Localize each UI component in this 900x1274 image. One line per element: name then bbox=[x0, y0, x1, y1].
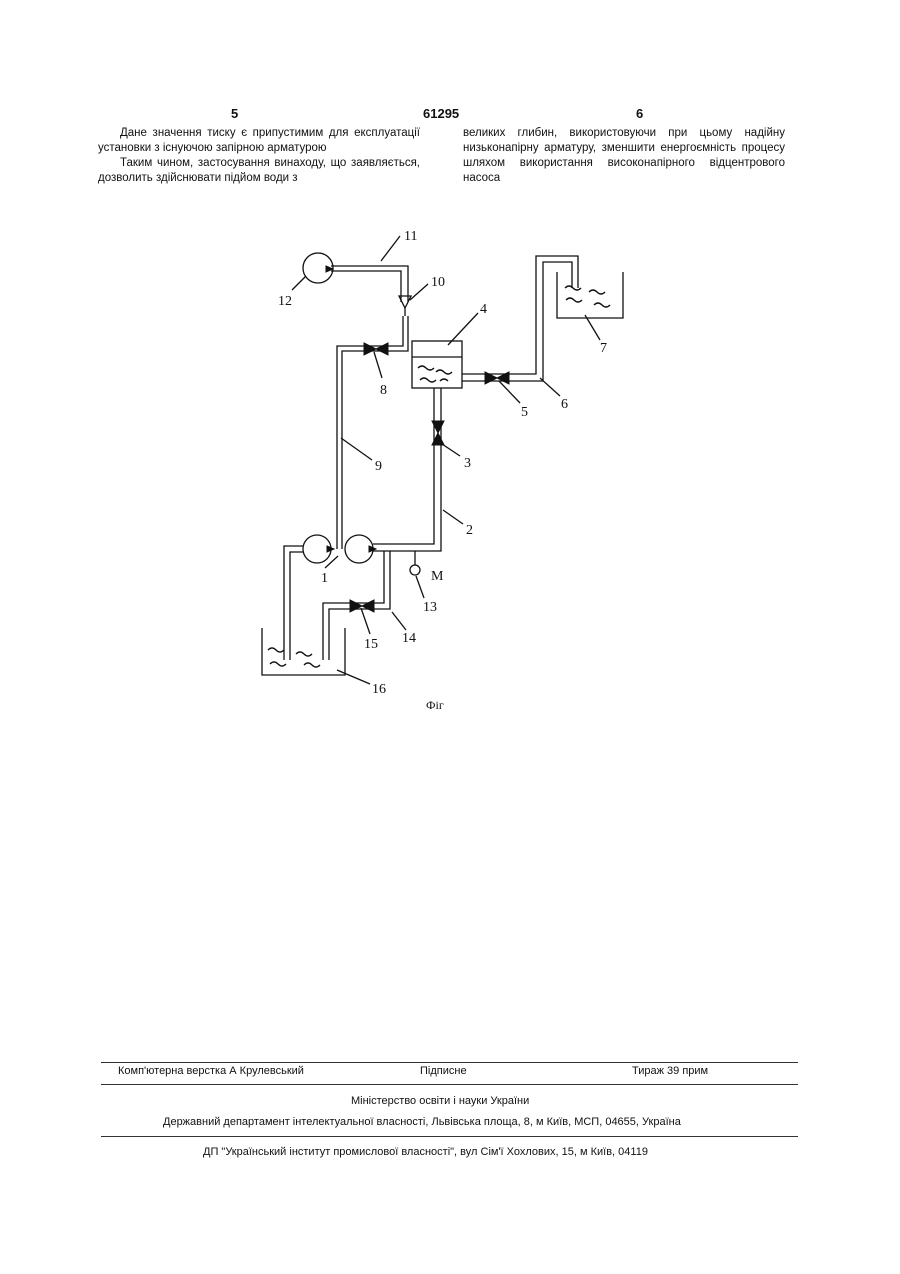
label-5: 5 bbox=[521, 405, 528, 420]
label-6: 6 bbox=[561, 397, 568, 412]
footer-department: Державний департамент інтелектуальної вл… bbox=[163, 1116, 681, 1128]
label-3: 3 bbox=[464, 456, 471, 471]
manometer-13-icon bbox=[410, 565, 420, 575]
footer-circulation: Тираж 39 прим bbox=[632, 1065, 708, 1077]
footer-ministry: Міністерство освіти і науки України bbox=[351, 1095, 529, 1107]
figure-caption: Фіг bbox=[426, 698, 444, 713]
label-12: 12 bbox=[278, 294, 292, 309]
label-16: 16 bbox=[372, 682, 386, 697]
footer-rule-bottom bbox=[101, 1136, 798, 1137]
footer-layout-credit: Комп'ютерна верстка А Крулевський bbox=[118, 1065, 304, 1077]
label-11: 11 bbox=[404, 229, 417, 244]
label-m: M bbox=[431, 569, 444, 584]
label-9: 9 bbox=[375, 459, 382, 474]
label-4: 4 bbox=[480, 302, 487, 317]
tank-16-icon bbox=[262, 628, 345, 675]
hydraulic-schematic-figure: 11 12 10 4 7 8 5 6 9 3 2 1 M 13 14 15 16 bbox=[0, 0, 900, 760]
label-10: 10 bbox=[431, 275, 445, 290]
label-13: 13 bbox=[423, 600, 437, 615]
footer-rule-top bbox=[101, 1062, 798, 1063]
label-8: 8 bbox=[380, 383, 387, 398]
label-1: 1 bbox=[321, 571, 328, 586]
footer-signed: Підписне bbox=[420, 1065, 467, 1077]
label-15: 15 bbox=[364, 637, 378, 652]
label-2: 2 bbox=[466, 523, 473, 538]
label-14: 14 bbox=[402, 631, 416, 646]
footer-institute: ДП "Український інститут промислової вла… bbox=[203, 1146, 648, 1158]
label-7: 7 bbox=[600, 341, 607, 356]
tank-7-icon bbox=[557, 272, 623, 318]
vessel-4-icon bbox=[412, 341, 462, 388]
valve-15-icon bbox=[350, 600, 362, 612]
footer-rule-middle bbox=[101, 1084, 798, 1085]
